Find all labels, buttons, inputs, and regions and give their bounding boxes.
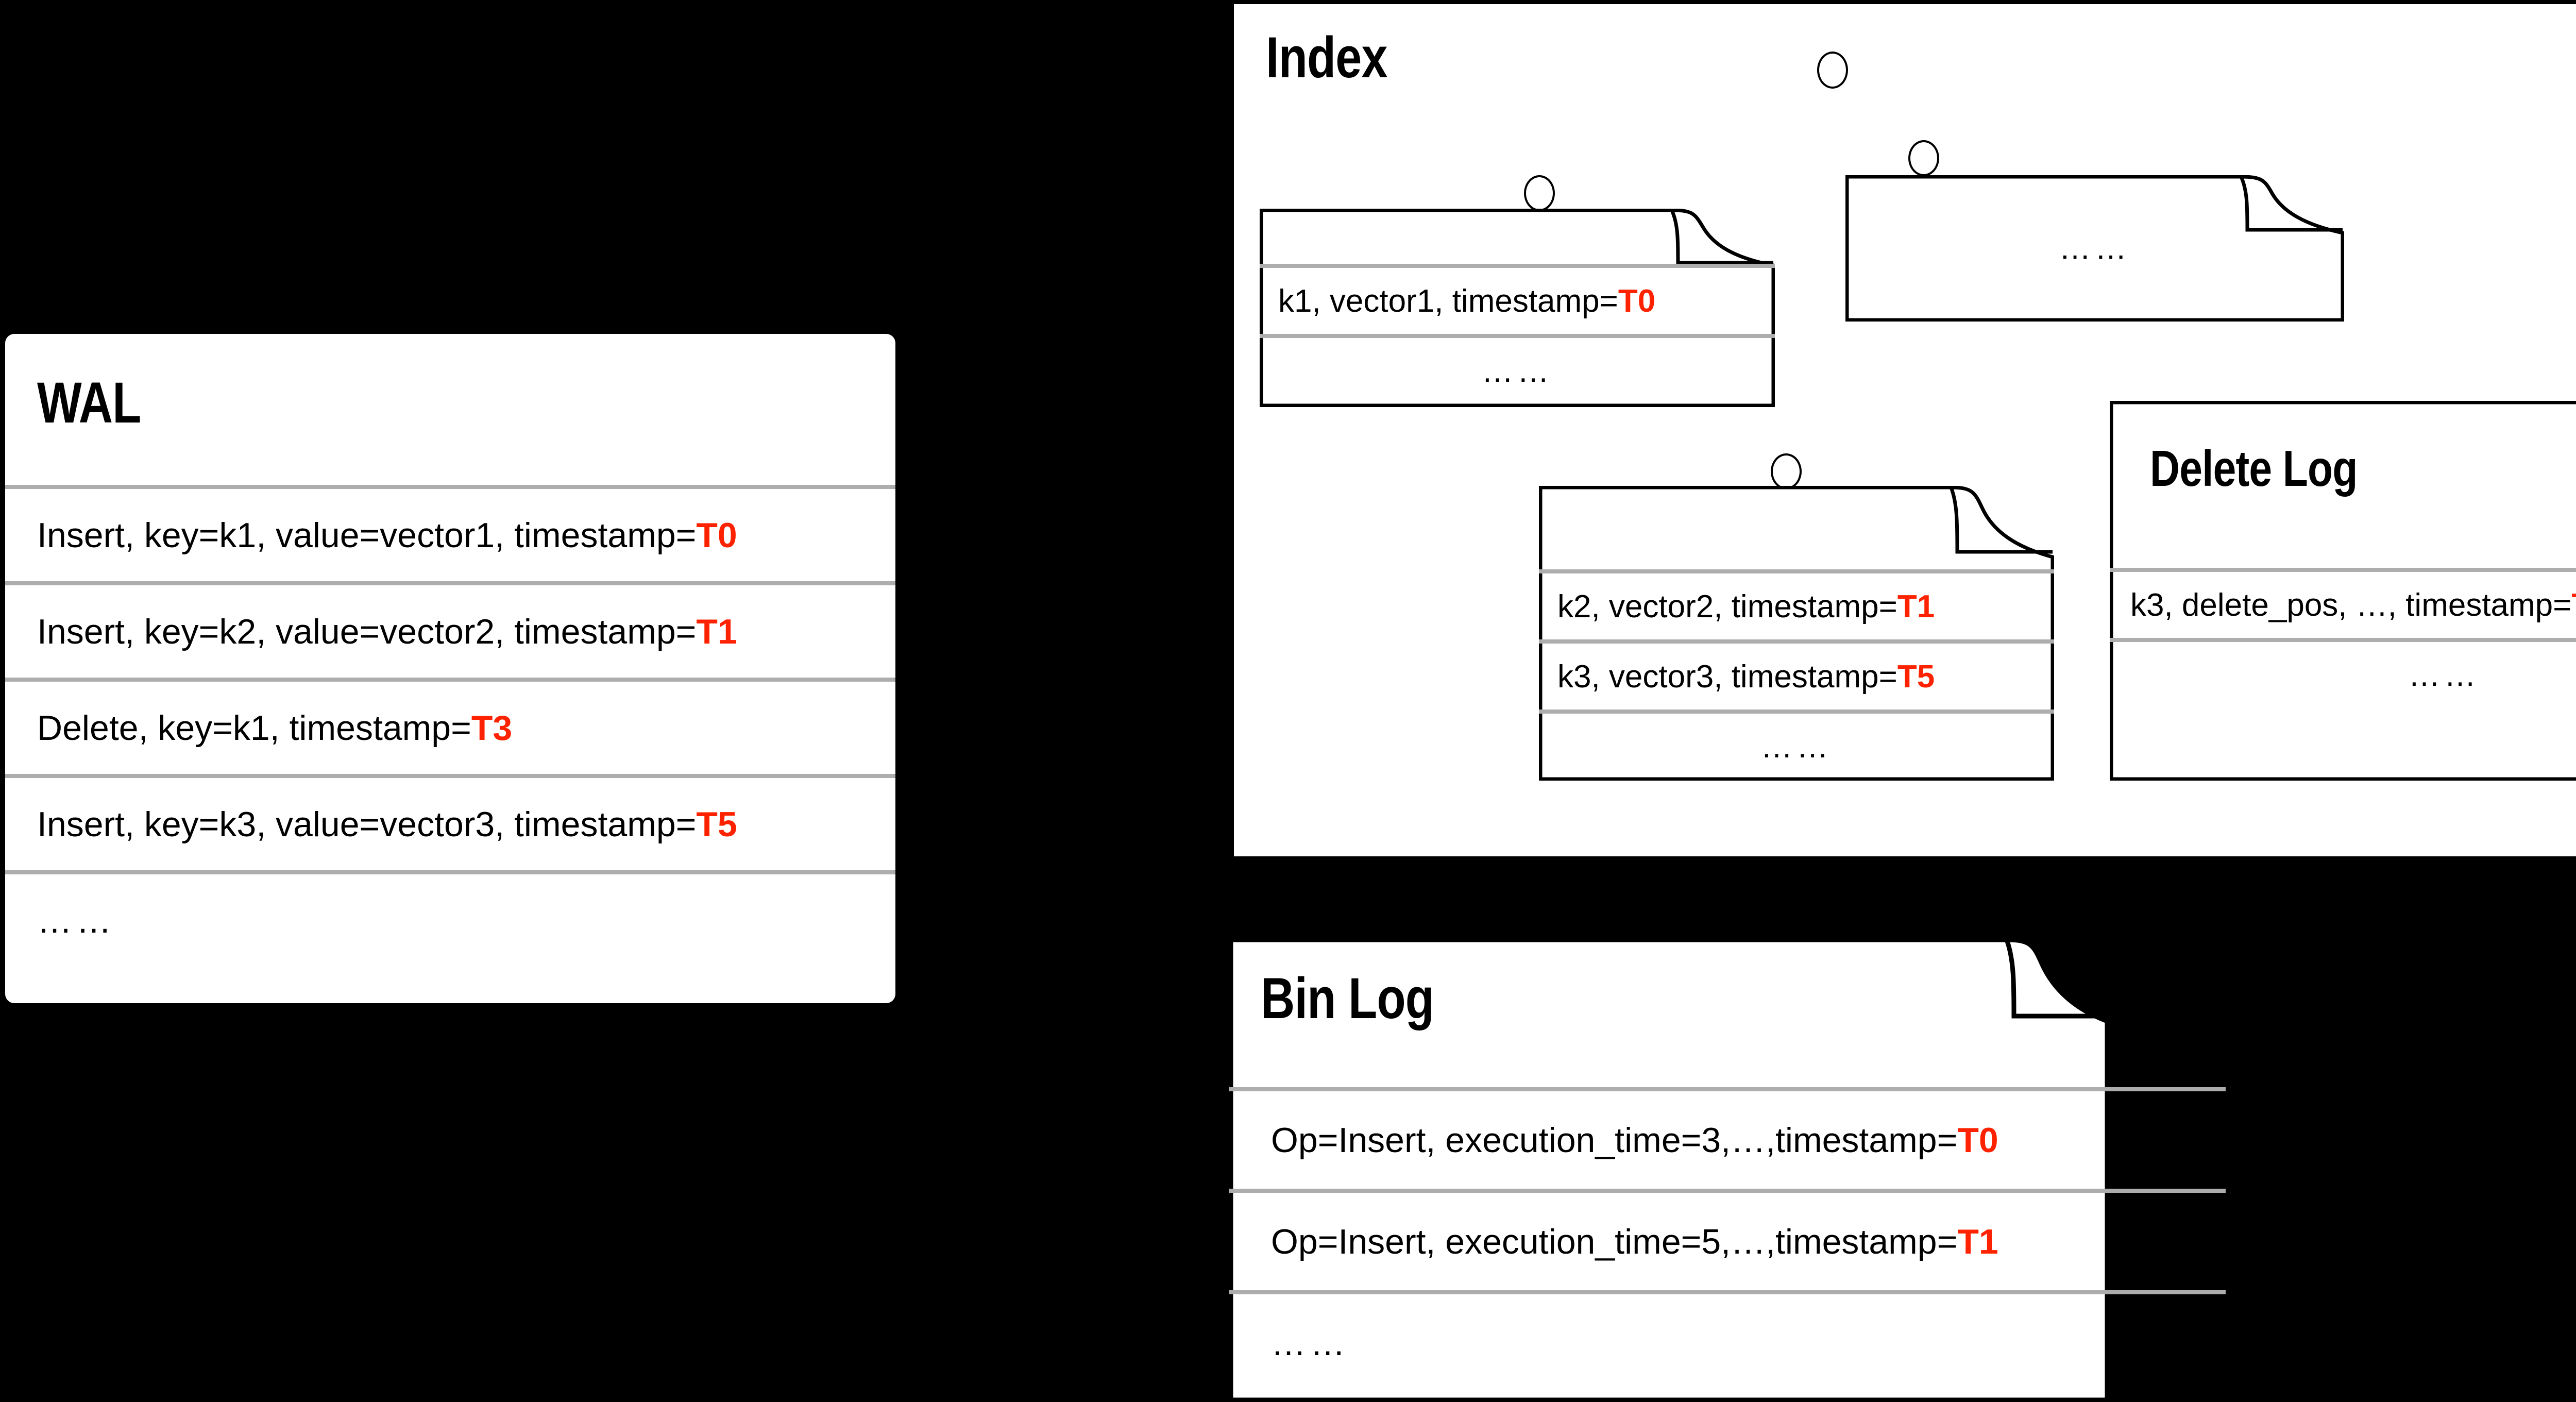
wal-row-text: Insert, key=k1, value=vector1, timestamp…	[37, 515, 697, 555]
card-k2-row-text: k2, vector2, timestamp=	[1557, 588, 1897, 624]
wal-row-text: ……	[37, 901, 116, 940]
bin-log-row-list: Op=Insert, execution_time=3,…,timestamp=…	[1229, 1087, 2226, 1392]
card-k2-row-list: k2, vector2, timestamp=T1 k3, vector3, t…	[1539, 569, 2054, 780]
card-k1-row-text: ……	[1481, 353, 1553, 389]
card-k1-row-ellipsis: ……	[1260, 334, 1775, 404]
delete-log-title: Delete Log	[2150, 440, 2358, 497]
card-k2-row-text: k3, vector3, timestamp=	[1557, 658, 1897, 695]
card-outline-bin-log	[1229, 938, 2110, 1402]
wal-row-list: Insert, key=k1, value=vector1, timestamp…	[5, 485, 895, 967]
card-k2-row-timestamp: T1	[1897, 588, 1935, 624]
card-placeholder-text: ……	[2059, 230, 2131, 266]
card-k1-row: k1, vector1, timestamp=T0	[1260, 264, 1775, 334]
bin-log-row: Op=Insert, execution_time=3,…,timestamp=…	[1229, 1087, 2226, 1189]
delete-log-card: Delete Log k3, delete_pos, …, timestamp=…	[2110, 401, 2576, 781]
tree-child-node-right	[1908, 140, 1939, 176]
wal-row: Insert, key=k1, value=vector1, timestamp…	[5, 485, 895, 581]
wal-row-ellipsis: ……	[5, 870, 895, 967]
bin-log-row: Op=Insert, execution_time=5,…,timestamp=…	[1229, 1189, 2226, 1290]
bin-log-title: Bin Log	[1261, 966, 1434, 1031]
bin-log-row-text: ……	[1271, 1323, 1350, 1363]
bin-log-row-text: Op=Insert, execution_time=5,…,timestamp=	[1271, 1222, 1958, 1261]
card-outline-k1	[1260, 209, 1775, 407]
card-k2-row: k2, vector2, timestamp=T1	[1539, 569, 2054, 639]
bin-log-row-timestamp: T0	[1957, 1120, 1998, 1160]
wal-row-text: Delete, key=k1, timestamp=	[37, 708, 471, 748]
card-outline-delete-log	[2110, 401, 2576, 781]
wal-title: WAL	[37, 370, 141, 435]
wal-row: Insert, key=k2, value=vector2, timestamp…	[5, 581, 895, 678]
card-k2-row-text: ……	[1760, 729, 1833, 765]
card-k2-row: k3, vector3, timestamp=T5	[1539, 639, 2054, 710]
tree-child-node-middle	[1771, 453, 1802, 489]
card-k2-row-ellipsis: ……	[1539, 710, 2054, 780]
wal-panel: WAL Insert, key=k1, value=vector1, times…	[5, 334, 895, 1003]
tree-child-node-left	[1524, 175, 1555, 211]
delete-log-row-text: k3, delete_pos, …, timestamp=	[2130, 587, 2572, 623]
wal-row-timestamp: T0	[696, 515, 737, 555]
wal-row-timestamp: T5	[696, 804, 737, 844]
wal-row-timestamp: T1	[696, 612, 737, 651]
card-k1-row-list: k1, vector1, timestamp=T0 ……	[1260, 264, 1775, 404]
tree-root-node	[1817, 52, 1848, 89]
wal-row: Insert, key=k3, value=vector3, timestamp…	[5, 774, 895, 870]
delete-log-row-list: k3, delete_pos, …, timestamp=T3 ……	[2110, 568, 2576, 708]
wal-row: Delete, key=k1, timestamp=T3	[5, 678, 895, 774]
bin-log-row-timestamp: T1	[1957, 1222, 1998, 1261]
index-leaf-card-k2: k2, vector2, timestamp=T1 k3, vector3, t…	[1539, 486, 2054, 781]
card-k2-row-timestamp: T5	[1897, 658, 1935, 695]
wal-row-text: Insert, key=k2, value=vector2, timestamp…	[37, 612, 697, 651]
index-leaf-card-placeholder: ……	[1845, 175, 2344, 322]
index-title: Index	[1266, 25, 1388, 90]
bin-log-row-text: Op=Insert, execution_time=3,…,timestamp=	[1271, 1120, 1958, 1160]
card-outline-k2	[1539, 486, 2054, 781]
index-leaf-card-k1: k1, vector1, timestamp=T0 ……	[1260, 209, 1775, 407]
delete-log-row: k3, delete_pos, …, timestamp=T3	[2110, 568, 2576, 638]
wal-row-timestamp: T3	[471, 708, 513, 748]
bin-log-row-ellipsis: ……	[1229, 1290, 2226, 1392]
wal-row-text: Insert, key=k3, value=vector3, timestamp…	[37, 804, 697, 844]
card-k1-row-timestamp: T0	[1618, 283, 1656, 319]
card-outline-placeholder	[1845, 175, 2344, 322]
delete-log-row-text: ……	[2408, 657, 2480, 693]
delete-log-row-ellipsis: ……	[2110, 638, 2576, 708]
delete-log-row-timestamp: T3	[2571, 587, 2576, 623]
bin-log-card: Bin Log Op=Insert, execution_time=3,…,ti…	[1229, 938, 2226, 1402]
card-k1-row-text: k1, vector1, timestamp=	[1278, 283, 1618, 319]
